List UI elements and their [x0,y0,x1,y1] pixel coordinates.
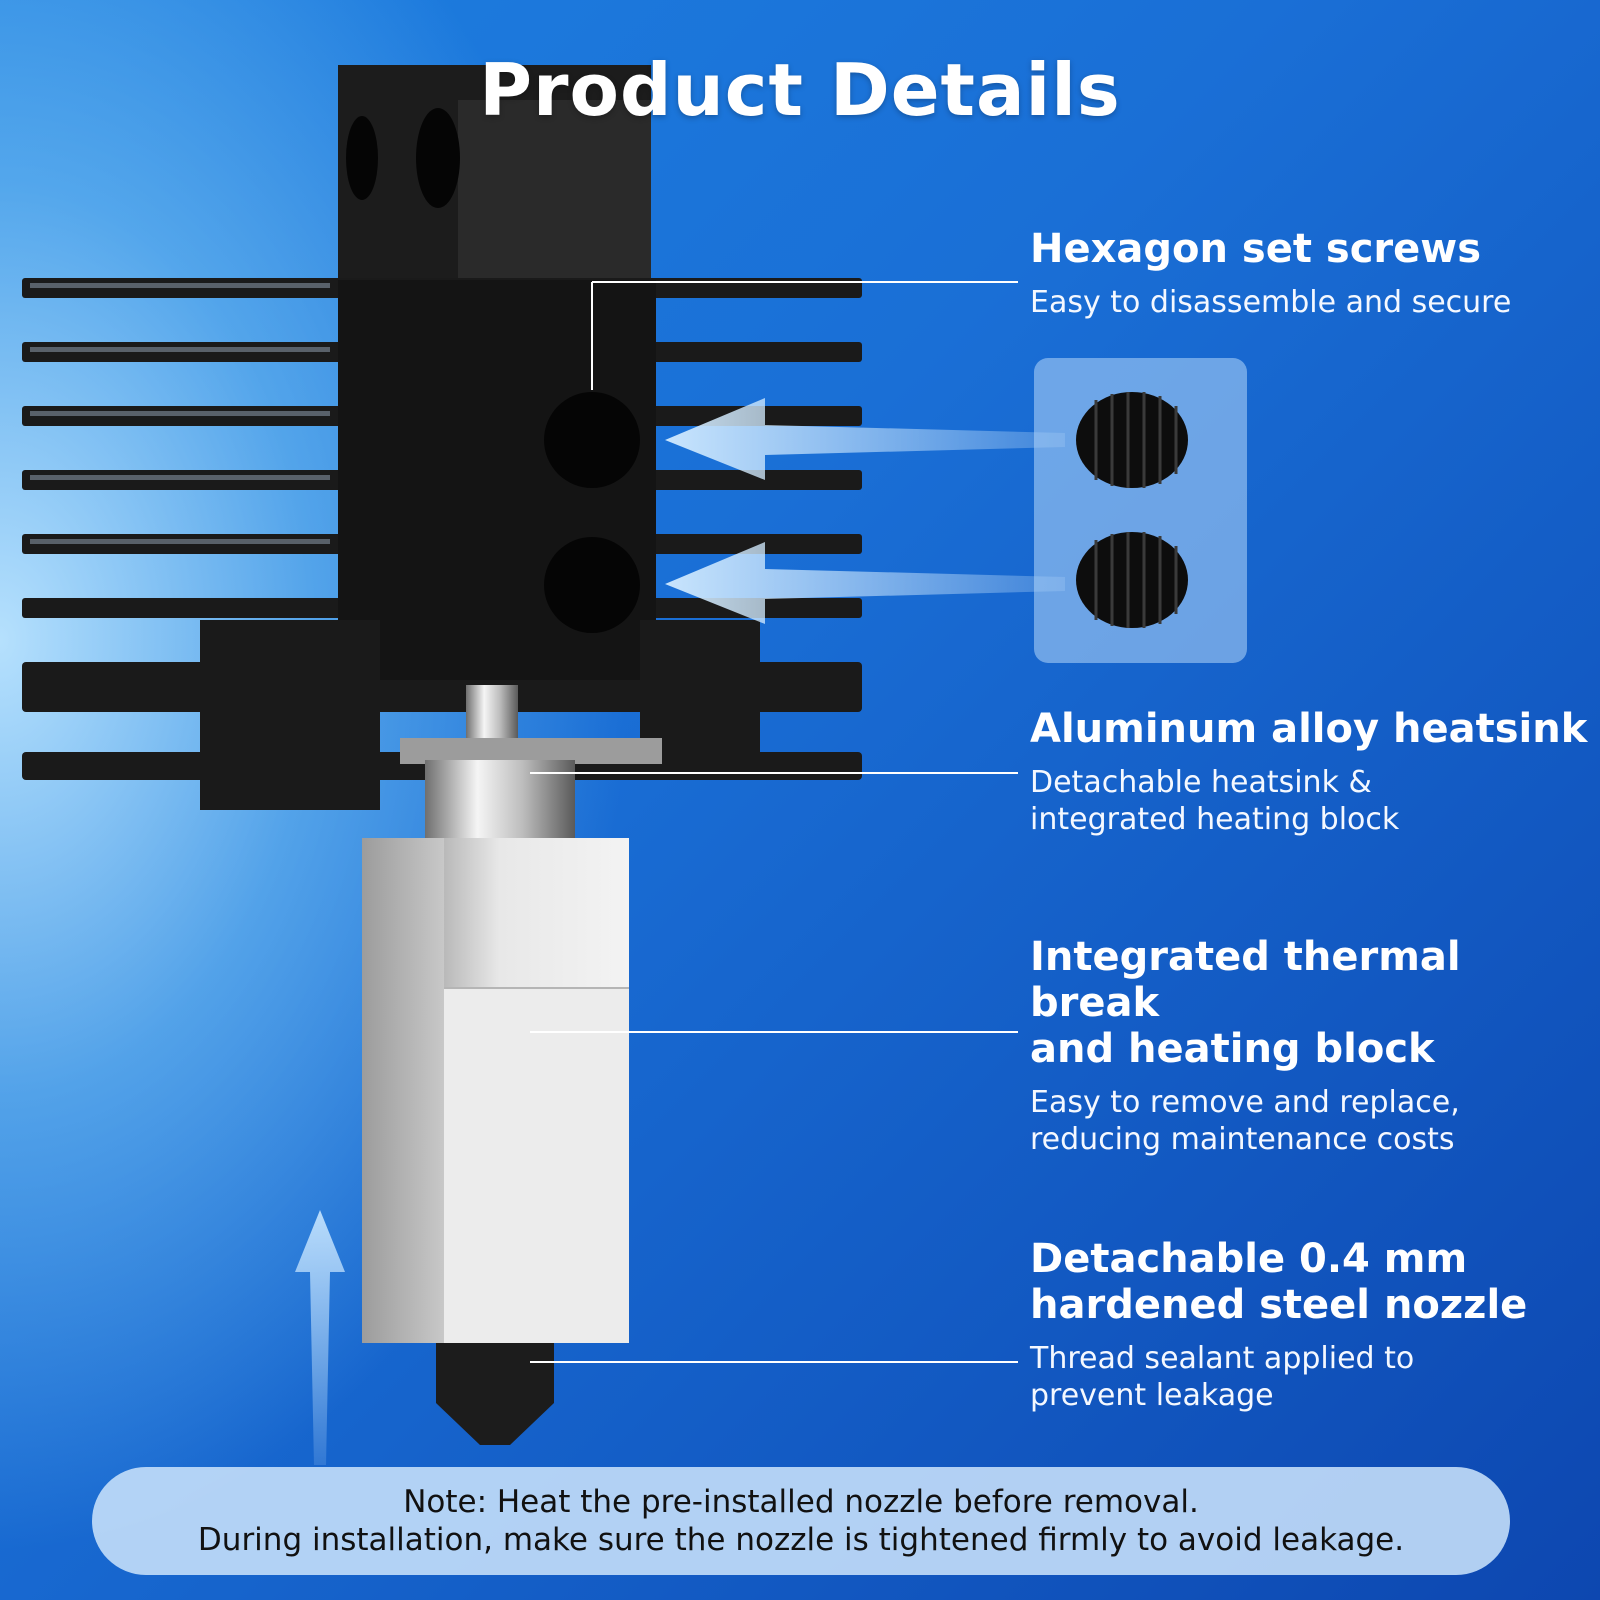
note-line: During installation, make sure the nozzl… [197,1522,1405,1558]
nozzle [436,1343,554,1445]
note-line: Note: Heat the pre-installed nozzle befo… [403,1484,1199,1520]
heatsink [22,278,862,810]
feature-description-line: Easy to remove and replace, [1030,1085,1460,1120]
feature-set-screws: Hexagon set screws Easy to disassemble a… [1030,226,1511,321]
feature-description: Easy to disassemble and secure [1030,285,1512,320]
arrow-left-icon [665,398,1065,480]
heating-block [362,838,629,1343]
feature-description-line: integrated heating block [1030,802,1400,837]
top-block [338,65,651,280]
screw-hole-lower [544,537,640,633]
feature-heating-block: Integrated thermal break and heating blo… [1030,934,1600,1158]
feature-description-line: Detachable heatsink & [1030,765,1372,800]
arrow-up-icon [295,1210,345,1465]
set-screws-panel [1034,358,1247,663]
feature-heatsink: Aluminum alloy heatsink Detachable heats… [1030,706,1587,838]
feature-heading-line: Integrated thermal break [1030,934,1461,1026]
arrow-left-icon [665,542,1065,624]
feature-heading: Aluminum alloy heatsink [1030,706,1588,752]
feature-heading: Hexagon set screws [1030,226,1482,272]
feature-nozzle: Detachable 0.4 mm hardened steel nozzle … [1030,1236,1527,1414]
feature-description-line: reducing maintenance costs [1030,1122,1455,1157]
page-title: Product Details [479,48,1121,132]
note-banner: Note: Heat the pre-installed nozzle befo… [92,1467,1510,1575]
feature-description-line: Thread sealant applied to [1030,1341,1415,1376]
feature-heading-line: Detachable 0.4 mm [1030,1236,1468,1282]
feature-description-line: prevent leakage [1030,1378,1274,1413]
feature-heading-line: and heating block [1030,1026,1435,1072]
screw-hole-upper [544,392,640,488]
set-screw-icon [1076,392,1188,628]
feature-heading-line: hardened steel nozzle [1030,1282,1528,1328]
